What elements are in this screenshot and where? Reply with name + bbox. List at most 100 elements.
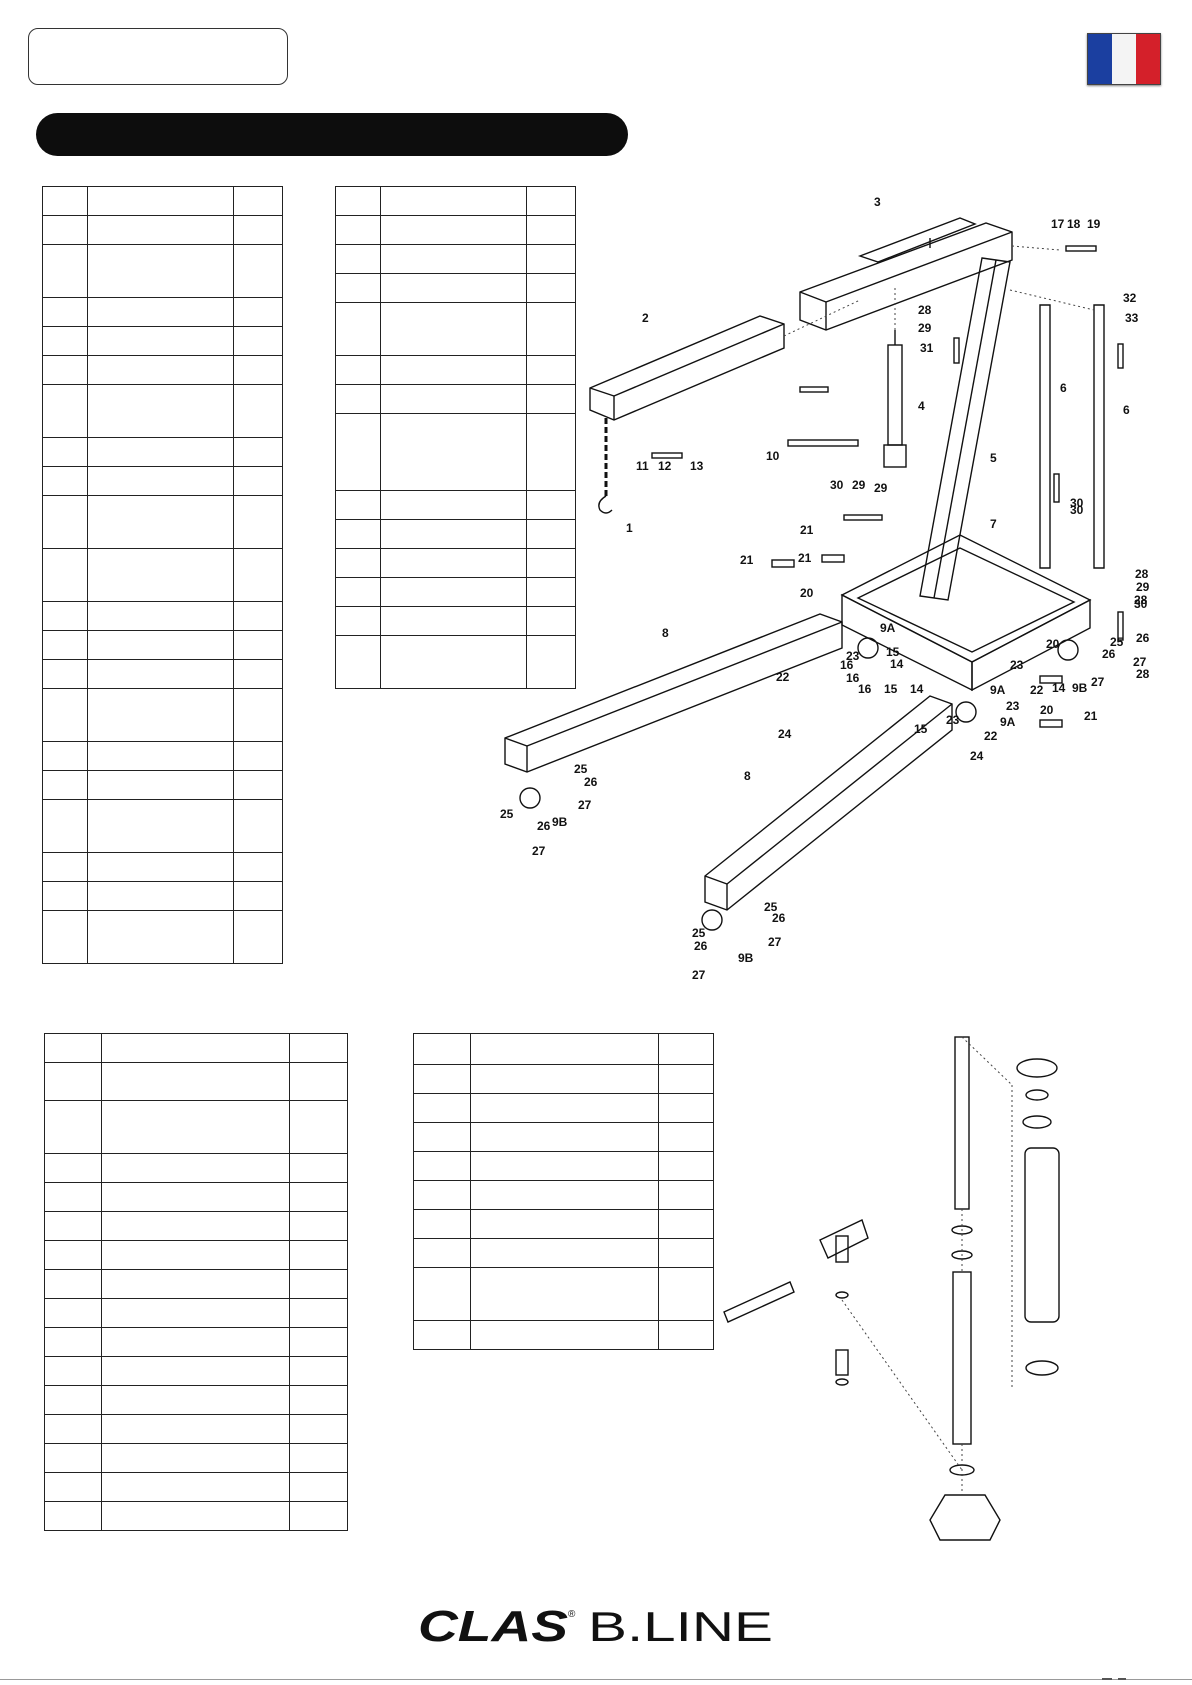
table-cell <box>101 1211 290 1241</box>
table-cell <box>526 577 576 607</box>
table-header-row <box>42 186 283 216</box>
table-cell <box>380 490 527 520</box>
table-cell <box>233 910 283 964</box>
table-cell <box>233 215 283 245</box>
chain-hook-part <box>598 418 613 514</box>
table-cell <box>42 355 88 385</box>
castor-parts <box>519 637 1079 931</box>
table-cell <box>470 1320 659 1350</box>
callout-number: 15 <box>884 682 898 696</box>
callout-number: 21 <box>798 551 812 565</box>
table-cell <box>289 1269 348 1299</box>
callout-number: 14 <box>910 682 924 696</box>
callout-number: 16 <box>858 682 872 696</box>
callout-number: 25 <box>500 807 514 821</box>
table-row <box>44 1062 348 1101</box>
table-row <box>44 1298 348 1328</box>
callout-number: 25 <box>692 926 706 940</box>
table-row <box>44 1443 348 1473</box>
table-cell <box>233 770 283 800</box>
table-cell <box>101 1443 290 1473</box>
callout-number: 7 <box>990 517 997 531</box>
table-row <box>413 1267 714 1321</box>
callout-number: 26 <box>1136 631 1150 645</box>
table-row <box>42 355 283 385</box>
callout-number: 2 <box>642 311 649 325</box>
table-cell <box>101 1100 290 1154</box>
callout-number: 10 <box>766 449 780 463</box>
callout-number: 30 <box>1070 503 1084 517</box>
table-cell <box>335 519 381 549</box>
callout-number: 9A <box>1000 715 1016 729</box>
table-cell <box>42 215 88 245</box>
callout-number: 15 <box>886 645 900 659</box>
table-cell <box>289 1472 348 1502</box>
table-cell <box>87 297 234 327</box>
table-row <box>413 1320 714 1350</box>
callout-number: 9B <box>738 951 754 965</box>
parts-table-4 <box>413 1033 714 1350</box>
flag-red <box>1136 34 1160 84</box>
flag-white <box>1112 34 1136 84</box>
boom-part <box>799 217 1013 331</box>
table-cell <box>335 490 381 520</box>
table-cell <box>233 688 283 742</box>
mast-part <box>919 257 1011 601</box>
table-cell <box>658 1209 714 1239</box>
table-cell <box>658 1180 714 1210</box>
callout-number: 33 <box>1125 311 1139 325</box>
table-row <box>42 770 283 800</box>
leg-parts <box>504 613 953 911</box>
table-row <box>335 384 576 414</box>
table-cell <box>42 741 88 771</box>
table-row <box>44 1385 348 1415</box>
callout-number: 3 <box>874 195 881 209</box>
pin-parts <box>651 245 1124 728</box>
callout-number: 20 <box>800 586 814 600</box>
callout-number: 19 <box>1087 217 1101 231</box>
callout-number: 30 <box>830 478 844 492</box>
callout-number: 22 <box>776 670 790 684</box>
table-cell <box>42 852 88 882</box>
table-cell <box>87 326 234 356</box>
table-cell <box>87 601 234 631</box>
table-cell <box>233 659 283 689</box>
callout-number: 9A <box>990 683 1006 697</box>
table-cell <box>42 881 88 911</box>
table-cell <box>658 1033 714 1065</box>
table-cell <box>87 770 234 800</box>
table-row <box>413 1180 714 1210</box>
table-header-row <box>335 186 576 216</box>
table-cell <box>87 495 234 549</box>
table-cell <box>526 215 576 245</box>
callout-number: 23 <box>1010 658 1024 672</box>
hydraulic-ram-part <box>883 330 907 468</box>
pump-exploded-view <box>723 1036 1060 1541</box>
table-cell <box>233 852 283 882</box>
callout-number: 8 <box>744 769 751 783</box>
table-row <box>335 519 576 549</box>
table-cell <box>233 466 283 496</box>
callout-number: 22 <box>1030 683 1044 697</box>
table-cell <box>413 1320 471 1350</box>
table-cell <box>87 355 234 385</box>
logo-clas-text: CLAS <box>418 1603 568 1649</box>
table-row <box>42 215 283 245</box>
callout-number: 25 <box>764 900 778 914</box>
table-row <box>335 302 576 356</box>
table-cell <box>289 1327 348 1357</box>
table-cell <box>42 326 88 356</box>
table-cell <box>87 881 234 911</box>
flag-blue <box>1088 34 1112 84</box>
callout-number: 24 <box>970 749 984 763</box>
callout-number: 25 <box>574 762 588 776</box>
table-cell <box>470 1267 659 1321</box>
table-cell <box>233 601 283 631</box>
callout-number: 27 <box>532 844 546 858</box>
table-cell <box>526 186 576 216</box>
table-cell <box>335 244 381 274</box>
handle-bar-part <box>787 439 859 447</box>
table-cell <box>658 1122 714 1152</box>
table-row <box>335 635 576 689</box>
table-row <box>42 326 283 356</box>
